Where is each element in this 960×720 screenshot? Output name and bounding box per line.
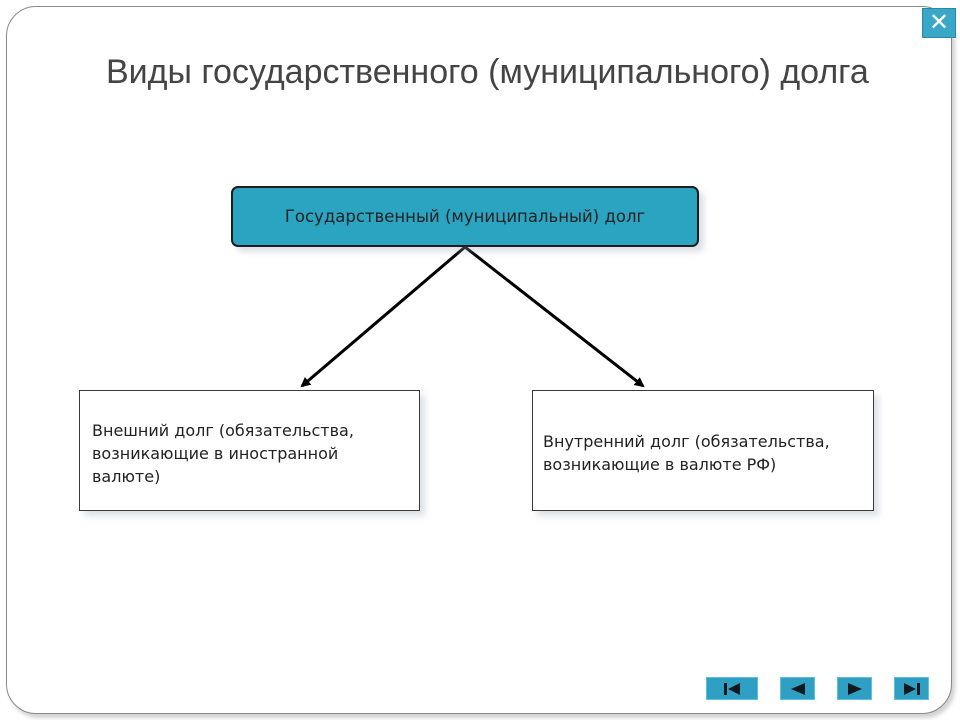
slide-title: Виды государственного (муниципального) д…	[106, 53, 869, 91]
close-button[interactable]: ✕	[922, 8, 956, 38]
node-external-debt: Внешний долг (обязательства, возникающие…	[79, 390, 420, 511]
previous-slide-button[interactable]	[780, 677, 815, 700]
root-node-public-debt: Государственный (муниципальный) долг	[231, 186, 699, 247]
slide-navigation	[706, 677, 929, 700]
arrow-to-internal-debt	[464, 245, 645, 388]
root-node-label: Государственный (муниципальный) долг	[284, 207, 646, 226]
close-icon: ✕	[928, 9, 950, 36]
next-slide-icon	[847, 682, 862, 695]
last-slide-button[interactable]	[894, 677, 929, 700]
first-slide-button[interactable]	[706, 677, 758, 700]
first-slide-icon	[724, 682, 740, 695]
node-internal-debt: Внутренний долг (обязательства, возникаю…	[532, 390, 874, 511]
previous-slide-icon	[790, 682, 805, 695]
slide-frame	[6, 6, 952, 714]
node-external-debt-label: Внешний долг (обязательства, возникающие…	[92, 421, 354, 486]
arrow-to-external-debt	[300, 245, 466, 388]
next-slide-button[interactable]	[837, 677, 872, 700]
last-slide-icon	[903, 682, 920, 695]
node-internal-debt-label: Внутренний долг (обязательства, возникаю…	[543, 432, 830, 474]
